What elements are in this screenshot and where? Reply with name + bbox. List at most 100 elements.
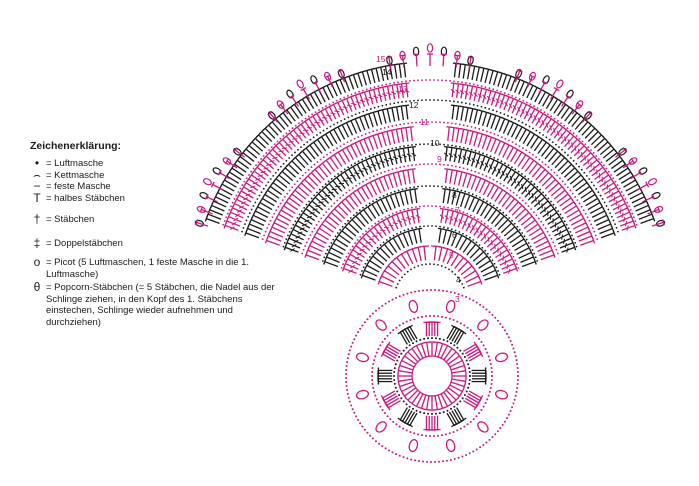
stitch-post [518, 251, 532, 259]
chain-dot [466, 260, 469, 263]
stitch-post [446, 250, 454, 265]
chain-dot [498, 236, 501, 238]
chain-dot [515, 263, 518, 265]
chain-dot [398, 295, 401, 298]
chain-dot [617, 230, 619, 233]
stitch-post [352, 249, 365, 259]
chain-dot [497, 270, 499, 272]
stitch-post [383, 350, 397, 360]
stitch-cross [557, 226, 559, 232]
stitch-post [405, 105, 409, 120]
picot-icon [296, 79, 304, 89]
chain-dot [631, 212, 634, 215]
stitch-post [449, 210, 454, 225]
stitch-top [449, 346, 455, 351]
chain-dot [489, 155, 492, 158]
stitch-post [275, 145, 287, 157]
chain-dot [456, 403, 459, 406]
chain-dot [509, 189, 512, 192]
chain-dot [354, 162, 356, 165]
stitch-post [433, 246, 437, 261]
chain-dot [469, 329, 472, 332]
stitch-cross [354, 256, 360, 260]
chain-dot [531, 249, 534, 251]
chain-dot [384, 302, 387, 305]
chain-dot [330, 205, 333, 208]
stitch-post [500, 222, 512, 234]
chain-dot [375, 198, 378, 201]
stitch-cross [250, 185, 256, 189]
chain-dot [391, 260, 394, 263]
stitch-post [557, 237, 572, 245]
chain-dot [496, 89, 499, 92]
chain-dot [322, 214, 325, 217]
stitch-cross [561, 234, 564, 240]
stitch-cross [512, 105, 517, 110]
chain-dot [316, 191, 318, 194]
chain-dot [482, 443, 485, 446]
chain-dot [391, 451, 394, 454]
stitch-post [537, 245, 551, 253]
chain-dot [544, 227, 547, 230]
chain-dot [448, 432, 451, 435]
stitch-cross [537, 117, 541, 123]
stitch-top [483, 224, 489, 230]
chain-dot [288, 157, 291, 159]
stitch-post [473, 132, 479, 147]
chain-dot [287, 234, 289, 237]
stitch-post [590, 134, 602, 146]
stitch-top [488, 257, 493, 264]
stitch-cross [377, 94, 383, 98]
stitch-post [259, 163, 272, 173]
chain-dot [260, 191, 263, 194]
chain-dot [478, 412, 481, 415]
stitch-cross [392, 156, 399, 160]
chain-dot [345, 255, 348, 258]
chain-dot [388, 263, 391, 266]
stitch-post [206, 196, 218, 203]
chain-dot [563, 124, 566, 127]
stitch-post [499, 258, 513, 266]
chain-dot [399, 231, 402, 233]
stitch-cross [288, 141, 294, 143]
chain-dot [466, 423, 469, 426]
chain-dot [429, 99, 431, 101]
chain-dot [550, 237, 553, 240]
chain-dot [333, 123, 335, 126]
chain-dot [427, 143, 429, 145]
chain-dot [348, 400, 351, 403]
stitch-post [369, 182, 378, 196]
chain-dot [434, 289, 437, 292]
stitch-post [508, 201, 519, 213]
stitch-post [466, 243, 477, 256]
chain-dot [401, 80, 403, 83]
chain-dot [596, 238, 599, 241]
chain-dot [332, 149, 335, 152]
chain-dot [571, 192, 574, 195]
chain-dot [443, 143, 445, 146]
chain-dot [450, 122, 453, 125]
chain-dot [423, 205, 425, 208]
stitch-post [461, 215, 469, 230]
chain-dot [535, 156, 538, 159]
stitch-top [381, 241, 388, 247]
stitch-post [380, 198, 388, 213]
stitch-post [365, 233, 377, 245]
chain-dot [456, 346, 459, 349]
stitch-post [468, 57, 472, 70]
stitch-post [514, 126, 523, 140]
chain-dot [361, 270, 363, 272]
stitch-cross [236, 209, 242, 213]
chain-dot [413, 432, 416, 435]
chain-dot [503, 329, 506, 332]
chain-dot [409, 100, 411, 102]
chain-dot [470, 126, 473, 128]
stitch-post [535, 168, 546, 181]
stitch-post [379, 247, 391, 259]
stitch-top [453, 349, 459, 355]
stitch-post [622, 160, 634, 169]
chain-dot [468, 82, 471, 85]
chain-dot [522, 147, 524, 150]
stitch-post [386, 397, 400, 406]
chain-dot [475, 194, 478, 197]
